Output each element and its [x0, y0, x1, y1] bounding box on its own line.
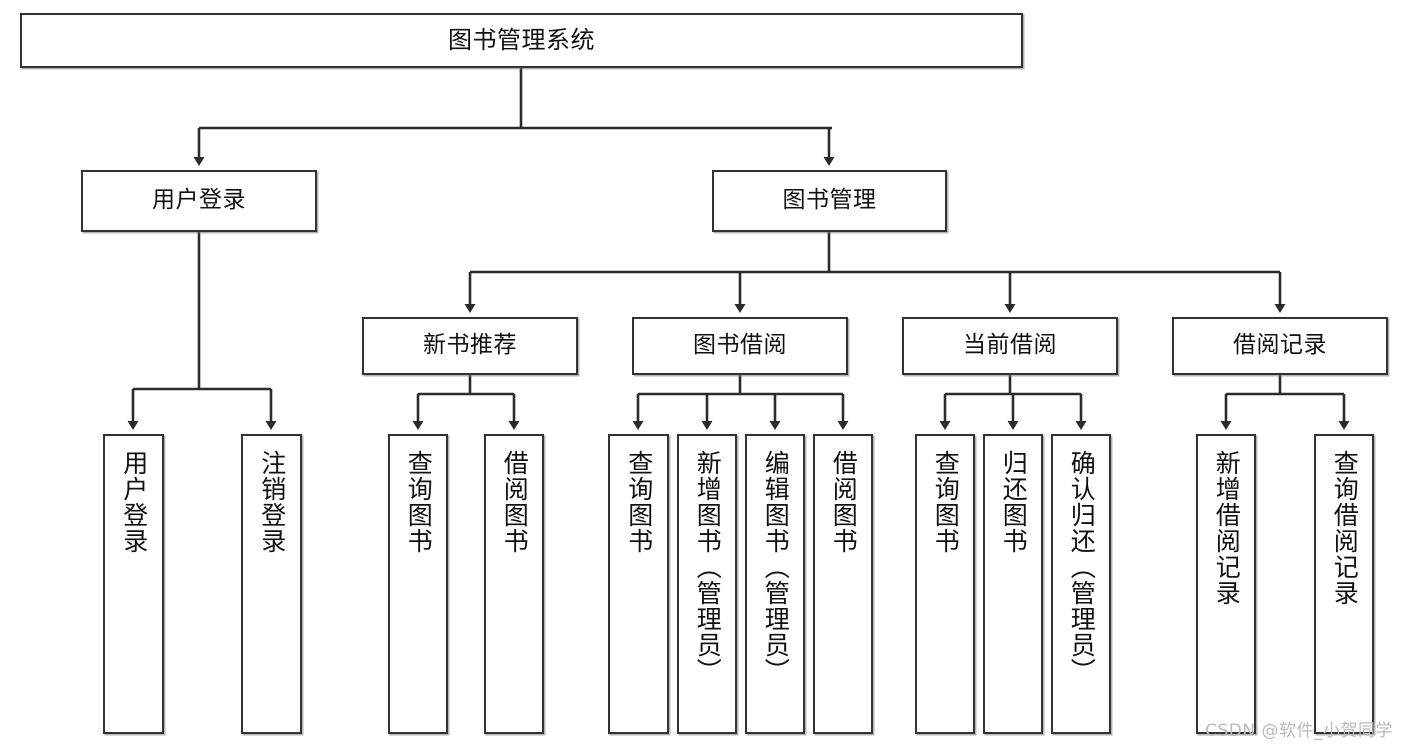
node-leaf-query-book-current[interactable]: 查询图书 — [915, 434, 975, 734]
node-leaf-borrow-book-label: 借阅图书 — [829, 450, 859, 554]
node-leaf-borrow-book-recommend-label: 借阅图书 — [500, 450, 530, 554]
node-leaf-query-book-current-label: 查询图书 — [931, 450, 961, 554]
node-book-management-label: 图书管理 — [782, 187, 877, 214]
node-book-borrow[interactable]: 图书借阅 — [632, 317, 848, 375]
node-current-borrow-label: 当前借阅 — [963, 332, 1057, 359]
node-root-label: 图书管理系统 — [448, 26, 595, 55]
node-root[interactable]: 图书管理系统 — [20, 13, 1023, 68]
node-leaf-edit-book-admin[interactable]: 编辑图书（管理员） — [745, 434, 805, 734]
node-leaf-query-borrow-record[interactable]: 查询借阅记录 — [1314, 434, 1374, 734]
node-new-book-recommend-label: 新书推荐 — [423, 332, 517, 359]
node-user-login-label: 用户登录 — [152, 187, 246, 214]
node-leaf-borrow-book[interactable]: 借阅图书 — [813, 434, 873, 734]
node-leaf-confirm-return-admin-label: 确认归还（管理员） — [1067, 450, 1097, 684]
node-new-book-recommend[interactable]: 新书推荐 — [362, 317, 578, 375]
node-leaf-query-book-borrow[interactable]: 查询图书 — [608, 434, 669, 734]
node-leaf-return-book[interactable]: 归还图书 — [983, 434, 1043, 734]
node-leaf-user-login[interactable]: 用户登录 — [103, 434, 164, 734]
csdn-watermark: CSDN @软件_小贺同学 — [1205, 721, 1393, 741]
node-leaf-edit-book-admin-label: 编辑图书（管理员） — [761, 450, 791, 684]
node-leaf-query-book-recommend-label: 查询图书 — [404, 450, 434, 554]
node-leaf-add-book-admin-label: 新增图书（管理员） — [693, 450, 723, 684]
node-leaf-user-logout[interactable]: 注销登录 — [241, 434, 302, 734]
node-leaf-query-borrow-record-label: 查询借阅记录 — [1330, 450, 1360, 606]
node-book-management[interactable]: 图书管理 — [712, 170, 947, 232]
node-leaf-user-logout-label: 注销登录 — [257, 450, 287, 554]
node-leaf-add-book-admin[interactable]: 新增图书（管理员） — [677, 434, 737, 734]
node-current-borrow[interactable]: 当前借阅 — [902, 317, 1118, 375]
node-leaf-add-borrow-record[interactable]: 新增借阅记录 — [1196, 434, 1256, 734]
node-leaf-add-borrow-record-label: 新增借阅记录 — [1212, 450, 1242, 606]
node-leaf-borrow-book-recommend[interactable]: 借阅图书 — [484, 434, 544, 734]
node-leaf-query-book-borrow-label: 查询图书 — [624, 450, 654, 554]
node-user-login[interactable]: 用户登录 — [81, 170, 317, 232]
node-leaf-confirm-return-admin[interactable]: 确认归还（管理员） — [1051, 434, 1111, 734]
node-leaf-user-login-label: 用户登录 — [119, 450, 149, 554]
node-leaf-return-book-label: 归还图书 — [999, 450, 1029, 554]
node-book-borrow-label: 图书借阅 — [693, 332, 787, 359]
node-borrow-record-label: 借阅记录 — [1233, 332, 1327, 359]
node-borrow-record[interactable]: 借阅记录 — [1172, 317, 1388, 375]
node-leaf-query-book-recommend[interactable]: 查询图书 — [388, 434, 448, 734]
